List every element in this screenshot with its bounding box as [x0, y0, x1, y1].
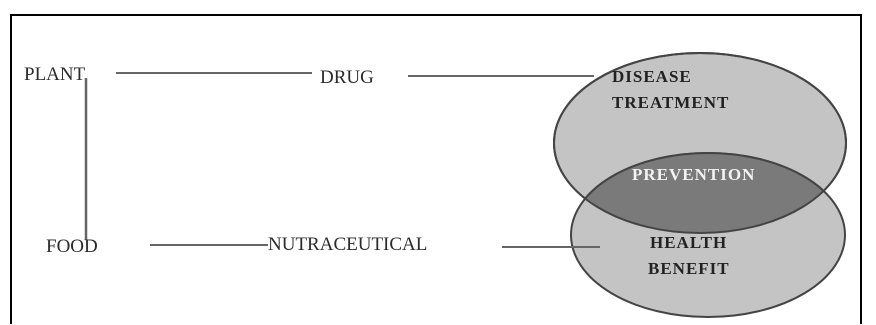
- health-label: HEALTH: [650, 233, 727, 252]
- food-label: FOOD: [46, 236, 98, 257]
- diagram-frame: [10, 14, 862, 324]
- plant-label: PLANT: [24, 64, 86, 85]
- nutraceutical-label: NUTRACEUTICAL: [268, 234, 427, 255]
- benefit-label: BENEFIT: [648, 259, 730, 278]
- treatment-label: TREATMENT: [612, 93, 729, 112]
- disease-label: DISEASE: [612, 67, 692, 86]
- prevention-overlap-region: [570, 152, 846, 233]
- prevention-label: PREVENTION: [632, 165, 755, 184]
- drug-label: DRUG: [320, 67, 374, 88]
